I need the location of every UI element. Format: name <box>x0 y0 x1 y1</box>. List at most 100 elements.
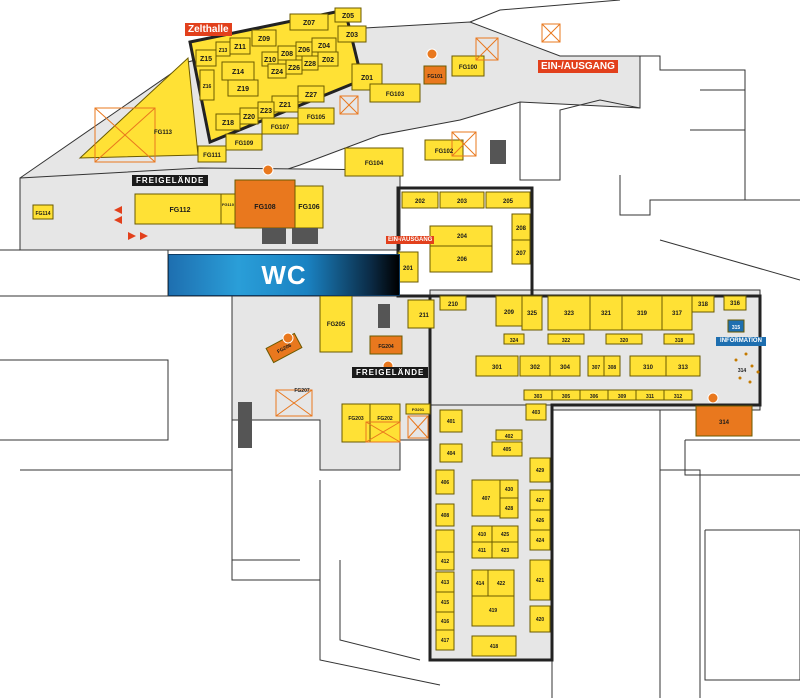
booth-405[interactable] <box>491 441 523 457</box>
booth-409[interactable] <box>435 529 455 553</box>
booth-label: Z20 <box>243 114 255 121</box>
wc-banner[interactable]: WC <box>168 254 400 296</box>
booth-314[interactable] <box>695 405 753 437</box>
booth-412[interactable] <box>435 551 455 571</box>
booth-label: 310 <box>643 365 654 371</box>
booth-FG101[interactable] <box>423 65 447 85</box>
booth-Z09[interactable] <box>251 29 277 47</box>
booth-FG112[interactable] <box>134 193 222 225</box>
booth-321[interactable] <box>589 295 623 331</box>
booth-407[interactable] <box>471 479 501 517</box>
ein-ausgang-small-tag[interactable]: EIN-/AUSGANG <box>386 236 435 244</box>
booth-Z05[interactable] <box>334 7 362 23</box>
booth-402[interactable] <box>495 429 523 441</box>
booth-label: 205 <box>503 199 514 205</box>
booth-label: Z28 <box>304 61 316 68</box>
booth-label: Z04 <box>318 43 330 50</box>
booth-label: 211 <box>419 313 429 319</box>
booth-FG109[interactable] <box>225 133 263 151</box>
booth-202[interactable] <box>401 191 439 209</box>
booth-label: FG203 <box>348 416 364 422</box>
booth-label: 407 <box>482 496 491 502</box>
booth-Z16[interactable] <box>199 69 215 101</box>
booth-417[interactable] <box>435 629 455 651</box>
stairs-icon <box>490 140 506 164</box>
booth-label: 429 <box>536 468 545 474</box>
booth-label: 315 <box>732 325 741 331</box>
booth-label: 303 <box>534 394 543 400</box>
booth-Z03[interactable] <box>337 25 367 43</box>
booth-423[interactable] <box>491 541 519 559</box>
booth-FG105[interactable] <box>297 107 335 125</box>
booth-Z15[interactable] <box>195 49 217 67</box>
booth-FG114[interactable] <box>32 204 54 220</box>
stairs-icon <box>292 228 318 244</box>
booth-323[interactable] <box>547 295 591 331</box>
booth-424[interactable] <box>529 529 551 551</box>
booth-320[interactable] <box>605 333 643 345</box>
ein-ausgang-tag[interactable]: EIN-/AUSGANG <box>538 60 618 73</box>
booth-208[interactable] <box>511 213 531 241</box>
booth-313[interactable] <box>665 355 701 377</box>
booth-FG202[interactable] <box>369 403 401 443</box>
booth-404[interactable] <box>439 443 463 463</box>
booth-205[interactable] <box>485 191 531 209</box>
booth-324[interactable] <box>503 333 525 345</box>
booth-322[interactable] <box>547 333 585 345</box>
booth-325[interactable] <box>521 295 543 331</box>
booth-FG201[interactable] <box>405 403 431 415</box>
booth-Z27[interactable] <box>297 85 325 103</box>
booth-Z24[interactable] <box>267 63 287 79</box>
booth-label: FG108 <box>254 204 276 211</box>
booth-FG104[interactable] <box>344 147 404 177</box>
booth-301[interactable] <box>475 355 519 377</box>
booth-FG204[interactable] <box>369 335 403 355</box>
booth-203[interactable] <box>439 191 485 209</box>
booth-Z07[interactable] <box>289 13 329 31</box>
booth-318[interactable] <box>691 295 715 313</box>
booth-Z18[interactable] <box>215 113 241 131</box>
booth-211[interactable] <box>407 299 435 329</box>
booth-Z13[interactable] <box>215 41 231 57</box>
entrance-arrows <box>114 206 148 240</box>
booth-label: 403 <box>532 410 541 416</box>
booth-429[interactable] <box>529 457 551 483</box>
booth-Z01[interactable] <box>351 63 383 91</box>
booth-315[interactable] <box>727 319 745 333</box>
booth-FG111[interactable] <box>197 145 227 163</box>
booth-206[interactable] <box>429 245 493 273</box>
booth-312[interactable] <box>663 389 693 401</box>
booth-label: 416 <box>441 619 450 625</box>
booth-FG206[interactable] <box>265 332 303 364</box>
booth-406[interactable] <box>435 469 455 495</box>
booth-label: 426 <box>536 518 545 524</box>
booth-421[interactable] <box>529 559 551 601</box>
booth-317[interactable] <box>661 295 693 331</box>
booth-428[interactable] <box>499 497 519 519</box>
booth-420[interactable] <box>529 605 551 633</box>
booth-FG107[interactable] <box>261 117 299 135</box>
booth-Z19[interactable] <box>227 79 259 97</box>
booth-401[interactable] <box>439 409 463 433</box>
booth-408[interactable] <box>435 503 455 527</box>
booth-209[interactable] <box>495 295 523 327</box>
booth-419[interactable] <box>471 595 515 627</box>
information-label[interactable]: INFORMATION <box>716 337 766 346</box>
freigelande-top-label: FREIGELÄNDE <box>132 175 209 186</box>
booth-318b[interactable] <box>663 333 695 345</box>
booth-label: 207 <box>516 251 527 257</box>
booth-label: FG111 <box>203 153 221 159</box>
booth-308[interactable] <box>603 355 621 377</box>
booth-FG103[interactable] <box>369 83 421 103</box>
booth-FG100[interactable] <box>451 55 485 77</box>
booth-403[interactable] <box>525 403 547 421</box>
booth-FG110[interactable] <box>220 193 236 225</box>
stairs-icon <box>262 228 286 244</box>
booth-304[interactable] <box>549 355 581 377</box>
booth-FG205[interactable] <box>319 295 353 353</box>
booth-210[interactable] <box>439 295 467 311</box>
booth-label: 422 <box>497 581 506 587</box>
booth-418[interactable] <box>471 635 517 657</box>
booth-316[interactable] <box>723 295 747 311</box>
reserved-crossed-7 <box>365 421 401 443</box>
